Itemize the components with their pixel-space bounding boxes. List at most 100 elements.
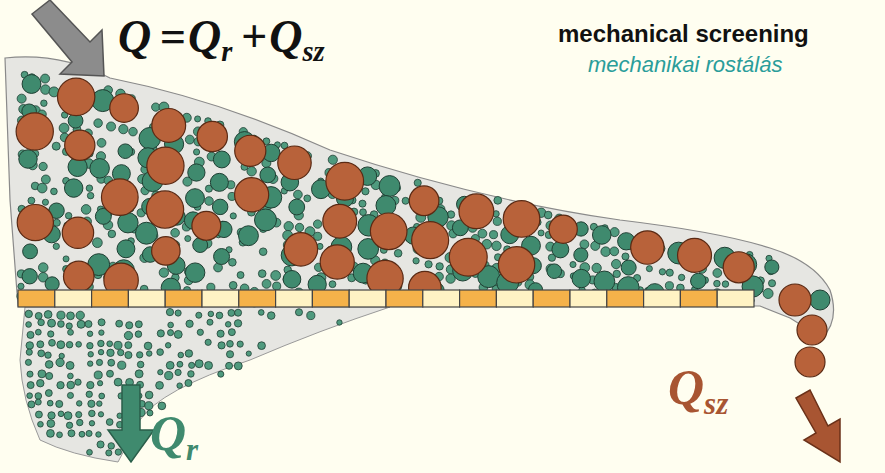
fine-particle (258, 270, 266, 278)
fine-particle (94, 371, 102, 379)
fine-particle (494, 196, 502, 204)
coarse-particle (146, 191, 183, 228)
medium-particle (255, 209, 277, 231)
fine-particle (196, 312, 202, 318)
fine-particle (768, 280, 775, 287)
fine-particle (98, 340, 104, 346)
fine-particle (166, 361, 174, 369)
fine-particle (87, 381, 94, 388)
fine-particle (44, 311, 52, 319)
fine-particle (76, 342, 82, 348)
medium-particle (19, 150, 37, 168)
coarse-particle (152, 109, 186, 143)
medium-particle (574, 248, 588, 262)
fine-particle (28, 401, 35, 408)
fine-particle (158, 370, 163, 375)
fine-particle (763, 289, 773, 299)
fine-particle (115, 449, 121, 455)
fine-particle (53, 243, 59, 249)
fine-particle (41, 100, 47, 106)
feed-arrow (32, 0, 104, 76)
fine-particle (207, 319, 213, 325)
fine-particle (247, 167, 256, 176)
fine-particle (177, 383, 183, 389)
fine-particle (94, 119, 103, 128)
fine-particle (178, 352, 184, 358)
fine-particle (168, 322, 174, 328)
material-bed (5, 57, 834, 338)
medium-particle (22, 75, 41, 94)
coarse-particle (795, 347, 825, 377)
fine-particle (337, 320, 342, 325)
fine-particle (87, 192, 94, 199)
coarse-particle (63, 261, 94, 292)
fine-particle (58, 411, 64, 417)
fine-particle (226, 362, 233, 369)
coarse-particle (503, 201, 540, 238)
fine-particle (75, 379, 81, 385)
subscript: sz (704, 386, 728, 421)
fine-particle (76, 412, 82, 418)
fine-particle (47, 420, 55, 428)
medium-particle (90, 159, 110, 179)
coarse-particle (678, 238, 712, 272)
fine-particle (35, 393, 42, 400)
fine-particle (27, 331, 34, 338)
medium-particle (810, 290, 830, 310)
fine-particle (237, 272, 244, 279)
fine-particle (68, 430, 75, 437)
fine-particle (234, 362, 242, 370)
fine-particle (359, 200, 366, 207)
screen-cell (423, 290, 460, 307)
fine-particle (97, 441, 104, 448)
fine-particle (99, 393, 105, 399)
fine-particle (96, 359, 102, 365)
medium-particle (283, 271, 301, 289)
fine-particle (227, 340, 234, 347)
fine-particle (108, 230, 116, 238)
fine-particle (226, 351, 233, 358)
medium-particle (765, 260, 779, 274)
medium-particle (214, 249, 230, 265)
fine-particle (611, 259, 620, 268)
fine-particle (59, 123, 69, 133)
medium-particle (45, 277, 59, 291)
coarse-particle (326, 162, 364, 200)
fine-particle (87, 361, 92, 366)
fine-particle (216, 312, 223, 319)
fine-particle (135, 331, 142, 338)
fine-particle (493, 217, 501, 225)
subscript: sz (302, 36, 324, 67)
fine-particle (87, 331, 93, 337)
fine-particle (167, 330, 173, 336)
coarse-particle (409, 186, 439, 216)
fine-particle (57, 432, 63, 438)
coarse-particle (797, 315, 827, 345)
fine-particle (177, 361, 183, 367)
fine-particle (360, 209, 367, 216)
fine-particle (38, 319, 45, 326)
fine-particle (492, 241, 501, 250)
coarse-particle (320, 245, 354, 279)
fine-particle (42, 199, 48, 205)
fine-particle (295, 223, 303, 231)
fine-particle (284, 222, 293, 231)
fine-particle (98, 319, 105, 326)
fine-particle (66, 341, 72, 347)
fine-particle (610, 247, 619, 256)
fine-particle (98, 349, 103, 354)
coarse-particle (549, 215, 577, 243)
fine-particle (271, 271, 281, 281)
coarse-particle (370, 213, 407, 250)
fine-particle (46, 372, 53, 379)
label-text: + (241, 11, 267, 62)
fine-particle (125, 351, 132, 358)
fine-particle (185, 135, 194, 144)
fine-particle (205, 361, 213, 369)
fine-particle (307, 311, 315, 319)
fine-particle (18, 283, 24, 289)
fine-particle (304, 195, 311, 202)
fine-particle (592, 263, 601, 272)
fine-particle (425, 261, 432, 268)
medium-particle (188, 164, 205, 181)
